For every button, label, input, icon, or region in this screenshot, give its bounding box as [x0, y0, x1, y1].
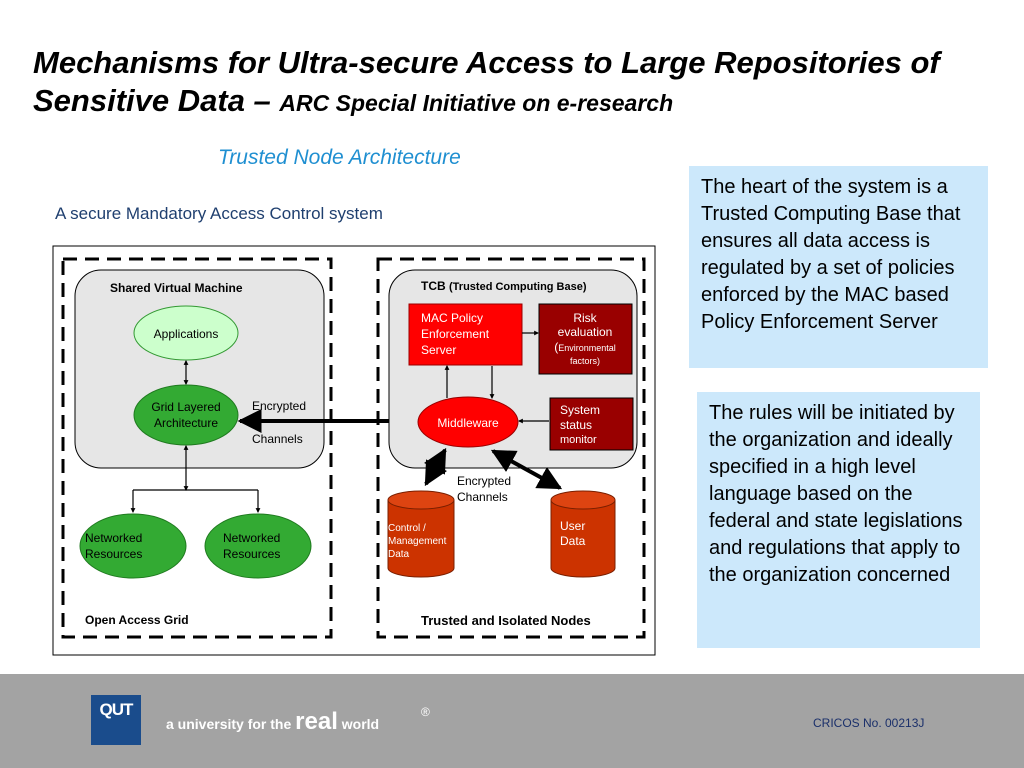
open-access-grid-label: Open Access Grid	[85, 613, 189, 627]
channels-label: Channels	[252, 432, 303, 446]
enc-channels-line2: Channels	[457, 490, 508, 504]
ctrl-line1: Control /	[388, 523, 426, 534]
networked-resources-left	[79, 513, 187, 579]
shared-vm-label: Shared Virtual Machine	[110, 281, 243, 295]
tcb-label: TCB (Trusted Computing Base)	[421, 279, 587, 293]
slide-subtitle: Trusted Node Architecture	[218, 146, 461, 169]
user-line2: Data	[560, 534, 586, 548]
risk-line3: (Environmental	[554, 340, 616, 354]
sys-line1: System	[560, 403, 600, 417]
risk-line4: factors)	[570, 356, 600, 366]
cricos-number: CRICOS No. 00213J	[813, 716, 925, 730]
registered-mark: ®	[421, 705, 430, 719]
middleware-node	[417, 396, 519, 448]
title-main: Mechanisms for Ultra-secure Access to La…	[33, 45, 940, 118]
sys-line3: monitor	[560, 434, 597, 446]
mac-line3: Server	[421, 343, 456, 357]
middleware-control-data-arrow	[423, 447, 448, 487]
risk-evaluation-box	[538, 303, 633, 375]
applications-node	[133, 305, 239, 361]
networked-left-line2: Resources	[85, 547, 142, 561]
ctrl-line3: Data	[388, 549, 410, 560]
networked-left-line1: Networked	[85, 531, 142, 545]
trusted-nodes-label: Trusted and Isolated Nodes	[421, 613, 591, 628]
user-database	[550, 490, 616, 578]
applications-label: Applications	[154, 327, 219, 341]
diagram-caption: A secure Mandatory Access Control system	[55, 204, 383, 223]
risk-line1: Risk	[573, 311, 597, 325]
networked-right-line1: Networked	[223, 531, 280, 545]
grid-label-line2: Architecture	[154, 416, 218, 430]
title-sub: ARC Special Initiative on e-research	[279, 90, 674, 116]
mac-policy-server	[408, 303, 523, 366]
encrypted-label: Encrypted	[252, 399, 306, 413]
middleware-label: Middleware	[437, 416, 499, 430]
slide-title: Mechanisms for Ultra-secure Access to La…	[33, 44, 1008, 122]
qut-logo: QUT	[91, 695, 141, 745]
grid-architecture-node	[133, 384, 239, 446]
open-access-region	[61, 257, 333, 639]
architecture-diagram: Shared Virtual Machine Applications Grid…	[52, 245, 656, 656]
info-box-rules: The rules will be initiated by the organ…	[697, 392, 980, 648]
system-status-monitor	[549, 397, 634, 451]
mac-line2: Enforcement	[421, 327, 490, 341]
grid-label-line1: Grid Layered	[151, 400, 220, 414]
footer-bar	[0, 674, 1024, 768]
risk-line2: evaluation	[558, 325, 613, 339]
info-box-tcb: The heart of the system is a Trusted Com…	[689, 166, 988, 368]
enc-channels-line1: Encrypted	[457, 474, 511, 488]
networked-resources-right	[204, 513, 312, 579]
middleware-user-data-arrow	[490, 449, 563, 490]
sys-line2: status	[560, 418, 592, 432]
university-tagline: a university for the real world	[166, 708, 380, 735]
networked-right-line2: Resources	[223, 547, 280, 561]
control-management-database	[387, 490, 455, 578]
trusted-nodes-region	[376, 257, 646, 639]
user-line1: User	[560, 519, 585, 533]
mac-line1: MAC Policy	[421, 311, 483, 325]
ctrl-line2: Management	[388, 536, 447, 547]
